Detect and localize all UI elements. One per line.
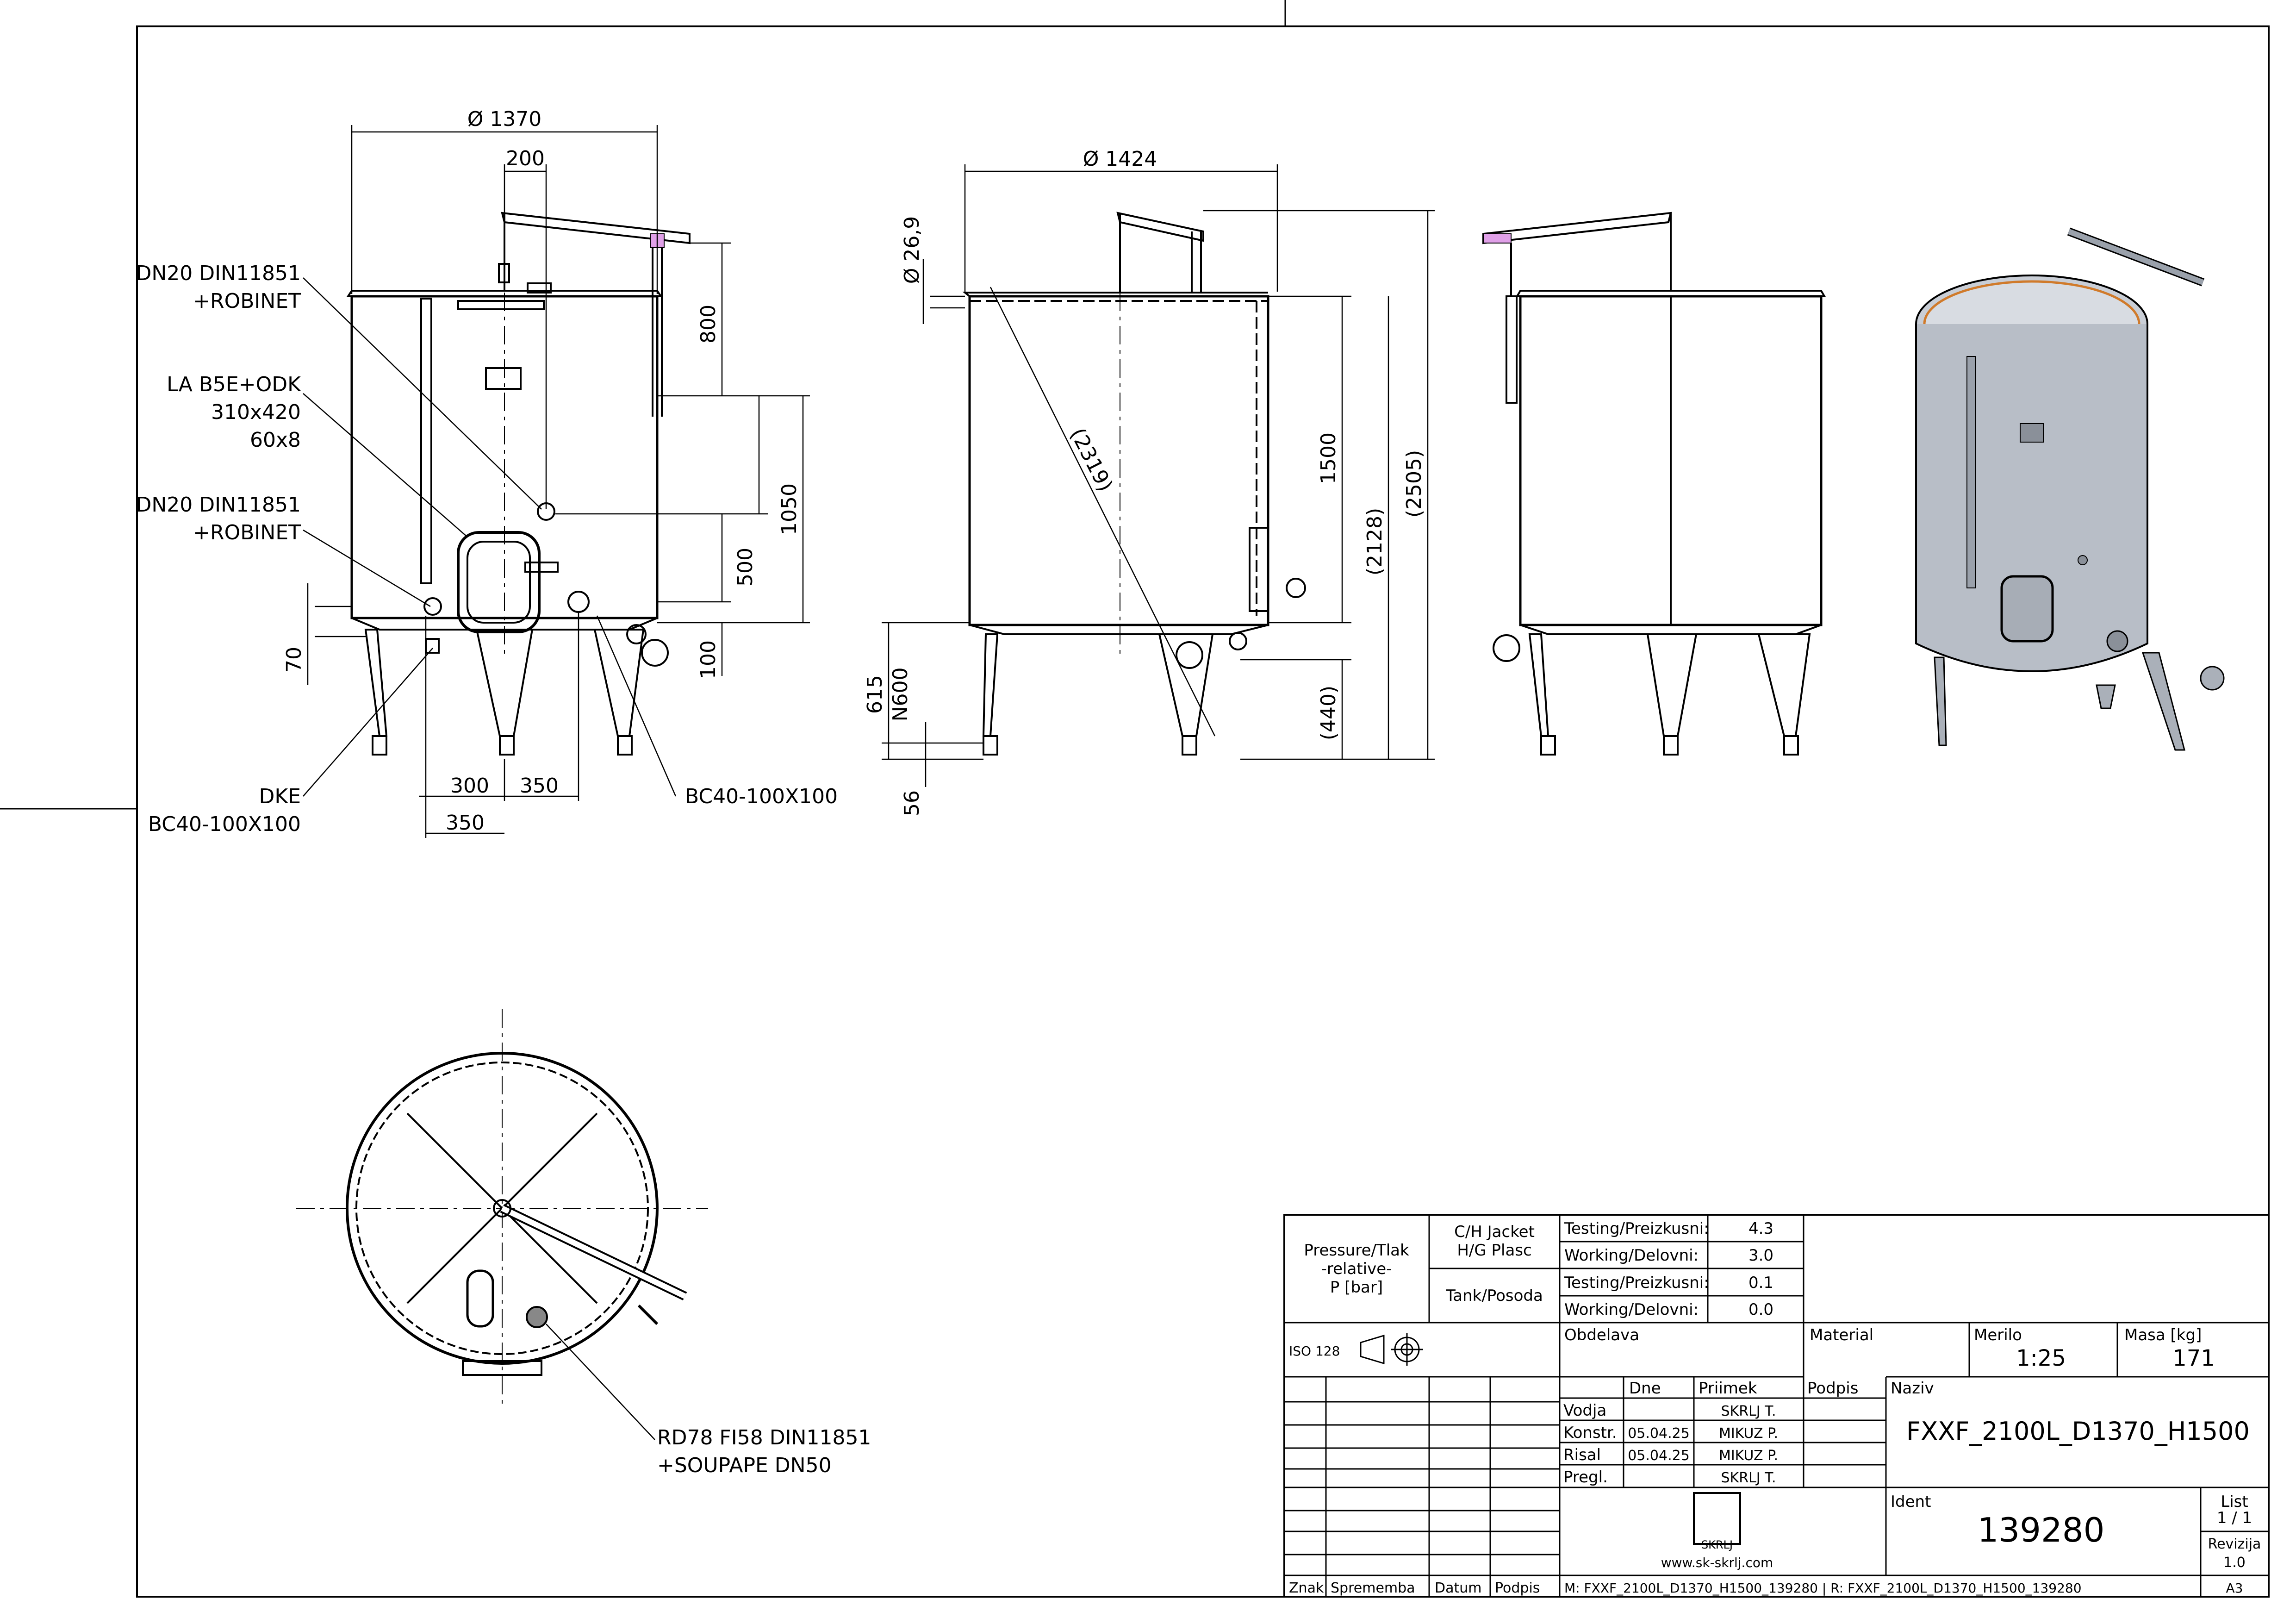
iso-label: ISO 128 xyxy=(1289,1343,1340,1359)
title-block xyxy=(1283,1214,2270,1598)
sheet-size: A3 xyxy=(2226,1580,2243,1596)
front-callout-leaders xyxy=(303,277,677,797)
working1-value: 3.0 xyxy=(1748,1246,1773,1265)
revizija-value: 1.0 xyxy=(2223,1555,2246,1571)
working2-label: Working/Delovni: xyxy=(1564,1300,1699,1319)
ident-value: 139280 xyxy=(1978,1511,2105,1549)
pressure-label: Pressure/Tlak xyxy=(1304,1241,1409,1260)
callout-manway-size: 310x420 xyxy=(211,400,301,424)
pregl-label: Pregl. xyxy=(1563,1468,1608,1487)
konstr-date: 05.04.25 xyxy=(1628,1425,1690,1442)
dim-n600: N600 xyxy=(889,668,912,722)
masa-value: 171 xyxy=(2172,1345,2215,1371)
material-label: Material xyxy=(1810,1326,1873,1344)
testing1-label: Testing/Preizkusni: xyxy=(1564,1219,1709,1238)
list-label: List xyxy=(2221,1493,2248,1511)
obdelava-label: Obdelava xyxy=(1564,1326,1639,1344)
website: www.sk-skrlj.com xyxy=(1661,1555,1773,1570)
dim-350-a: 350 xyxy=(520,774,559,798)
pregl-name: SKRLJ T. xyxy=(1721,1470,1776,1486)
dim-300: 300 xyxy=(450,774,489,798)
callout-dn20-2: DN20 DIN11851 xyxy=(136,493,301,517)
sheet-border xyxy=(136,25,2270,1598)
naziv-value: FXXF_2100L_D1370_H1500 xyxy=(1906,1417,2250,1446)
dim-2128: (2128) xyxy=(1363,508,1387,575)
callout-dn20-1: DN20 DIN11851 xyxy=(136,262,301,285)
title-block-text: Pressure/Tlak -relative- P [bar] C/H Jac… xyxy=(1289,1219,2261,1596)
top-view xyxy=(296,1009,708,1407)
model-path: M: FXXF_2100L_D1370_H1500_139280 | R: FX… xyxy=(1564,1580,2082,1596)
konstr-label: Konstr. xyxy=(1563,1424,1617,1442)
testing2-value: 0.1 xyxy=(1748,1274,1773,1292)
dim-70: 70 xyxy=(282,647,306,673)
dim-2505: (2505) xyxy=(1402,450,1426,518)
dim-2319: (2319) xyxy=(1065,425,1117,496)
side-view xyxy=(1482,212,1826,756)
top-callouts: RD78 FI58 DIN11851 +SOUPAPE DN50 xyxy=(657,1426,871,1477)
sprememba-label: Sprememba xyxy=(1331,1580,1415,1596)
podpis2-label: Podpis xyxy=(1495,1580,1540,1596)
callout-dke: DKE xyxy=(259,785,301,808)
plasc-label: H/G Plasc xyxy=(1457,1241,1531,1260)
vodja-name: SKRLJ T. xyxy=(1721,1403,1776,1419)
front-callouts: DN20 DIN11851 +ROBINET LA B5E+ODK 310x42… xyxy=(136,262,838,836)
konstr-name: MIKUZ P. xyxy=(1719,1425,1778,1442)
dim-200: 200 xyxy=(506,147,545,170)
risal-date: 05.04.25 xyxy=(1628,1448,1690,1464)
jacket-label: C/H Jacket xyxy=(1454,1223,1535,1241)
dim-440: (440) xyxy=(1317,686,1340,740)
dim-diameter-1424: Ø 1424 xyxy=(1083,147,1157,171)
risal-name: MIKUZ P. xyxy=(1719,1448,1778,1464)
ident-label: Ident xyxy=(1891,1493,1931,1511)
front-dimensions xyxy=(307,125,810,838)
vodja-label: Vodja xyxy=(1563,1401,1606,1420)
dim-1500: 1500 xyxy=(1317,432,1340,484)
dim-diameter-1370: Ø 1370 xyxy=(467,107,542,131)
section-view xyxy=(962,212,1306,756)
podpis-label: Podpis xyxy=(1807,1379,1858,1398)
logo-text: SKRLJ xyxy=(1701,1538,1733,1551)
priimek-label: Priimek xyxy=(1699,1379,1757,1398)
working1-label: Working/Delovni: xyxy=(1564,1246,1699,1265)
isometric-view xyxy=(1915,227,2225,751)
section-dimensions xyxy=(882,164,1435,787)
merilo-label: Merilo xyxy=(1974,1326,2022,1344)
revizija-label: Revizija xyxy=(2208,1536,2261,1552)
list-value: 1 / 1 xyxy=(2217,1509,2252,1527)
masa-label: Masa [kg] xyxy=(2124,1326,2202,1344)
testing2-label: Testing/Preizkusni: xyxy=(1564,1274,1709,1292)
front-dim-labels: Ø 1370 200 800 1050 500 100 70 300 350 3… xyxy=(282,107,801,835)
callout-manway-seal: 60x8 xyxy=(250,428,301,452)
tank-label: Tank/Posoda xyxy=(1445,1287,1543,1305)
dim-100: 100 xyxy=(697,640,720,679)
callout-bc40-1: BC40-100X100 xyxy=(148,812,301,836)
testing1-value: 4.3 xyxy=(1748,1219,1773,1238)
top-callout-leader xyxy=(546,1324,655,1440)
dim-615: 615 xyxy=(863,675,887,714)
datum-label: Datum xyxy=(1435,1580,1481,1596)
merilo-value: 1:25 xyxy=(2016,1345,2066,1371)
dim-800: 800 xyxy=(697,305,720,344)
pbar-label: P [bar] xyxy=(1330,1278,1383,1297)
callout-rd78: RD78 FI58 DIN11851 xyxy=(657,1426,871,1449)
dim-350-b: 350 xyxy=(446,811,485,835)
dim-26-9: Ø 26,9 xyxy=(900,216,924,284)
callout-robinet-2: +ROBINET xyxy=(193,521,301,544)
callout-robinet-1: +ROBINET xyxy=(193,289,301,313)
dne-label: Dne xyxy=(1629,1379,1661,1398)
relative-label: -relative- xyxy=(1321,1260,1392,1278)
working2-value: 0.0 xyxy=(1748,1300,1773,1319)
callout-bc40-2: BC40-100X100 xyxy=(685,785,838,808)
front-view xyxy=(346,212,691,756)
znak-label: Znak xyxy=(1289,1580,1324,1596)
dim-1050: 1050 xyxy=(778,483,801,535)
section-dim-labels: Ø 1424 Ø 26,9 (2319) 1500 (2128) (2505) … xyxy=(863,147,1426,816)
callout-soupape: +SOUPAPE DN50 xyxy=(657,1454,832,1477)
risal-label: Risal xyxy=(1563,1446,1601,1464)
callout-manway: LA B5E+ODK xyxy=(167,373,301,396)
dim-56: 56 xyxy=(900,790,924,816)
dim-500: 500 xyxy=(734,548,757,587)
naziv-label: Naziv xyxy=(1891,1379,1934,1398)
